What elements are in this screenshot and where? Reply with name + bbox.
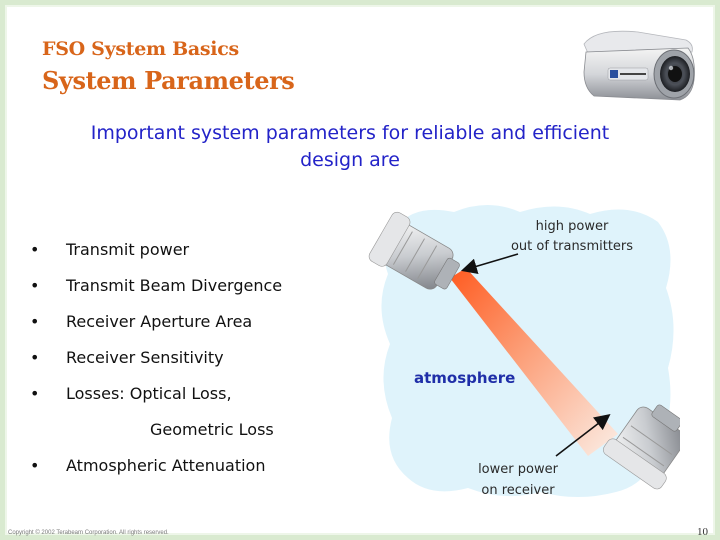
copyright-text: Copyright © 2002 Terabeam Corporation. A… bbox=[8, 530, 169, 536]
arrow-to-receiver bbox=[555, 414, 611, 457]
list-item: •Losses: Optical Loss, bbox=[30, 376, 282, 412]
laser-beam bbox=[450, 268, 618, 456]
label-high-power: high power bbox=[536, 219, 609, 234]
bullet-icon: • bbox=[30, 456, 40, 475]
label-on-receiver: on receiver bbox=[481, 483, 555, 498]
parameter-list: •Transmit power •Transmit Beam Divergenc… bbox=[30, 232, 282, 484]
intro-text: Important system parameters for reliable… bbox=[90, 122, 610, 171]
receiver-unit bbox=[603, 404, 680, 490]
list-item: •Transmit Beam Divergence bbox=[30, 268, 282, 304]
label-atmosphere: atmosphere bbox=[414, 369, 515, 387]
label-lower-power: lower power bbox=[478, 462, 559, 477]
bullet-icon: • bbox=[30, 312, 40, 331]
list-item: •Transmit power bbox=[30, 232, 282, 268]
list-item: •Atmospheric Attenuation bbox=[30, 448, 282, 484]
page-number: 10 bbox=[697, 526, 708, 538]
transmitter-unit bbox=[368, 211, 460, 290]
page-title: System Parameters bbox=[42, 66, 295, 95]
bullet-icon: • bbox=[30, 348, 40, 367]
label-out-of-transmitters: out of transmitters bbox=[511, 239, 633, 254]
list-item: •Receiver Sensitivity bbox=[30, 340, 282, 376]
bullet-icon: • bbox=[30, 384, 40, 403]
beam-diagram: high power out of transmitters atmospher… bbox=[368, 205, 680, 498]
section-title: FSO System Basics bbox=[42, 38, 239, 60]
list-item: •Receiver Aperture Area bbox=[30, 304, 282, 340]
list-item-continuation: Geometric Loss bbox=[150, 420, 274, 439]
bullet-icon: • bbox=[30, 276, 40, 295]
arrow-to-transmitter bbox=[460, 253, 519, 275]
bullet-icon: • bbox=[30, 240, 40, 259]
fso-transceiver-image bbox=[576, 18, 700, 114]
